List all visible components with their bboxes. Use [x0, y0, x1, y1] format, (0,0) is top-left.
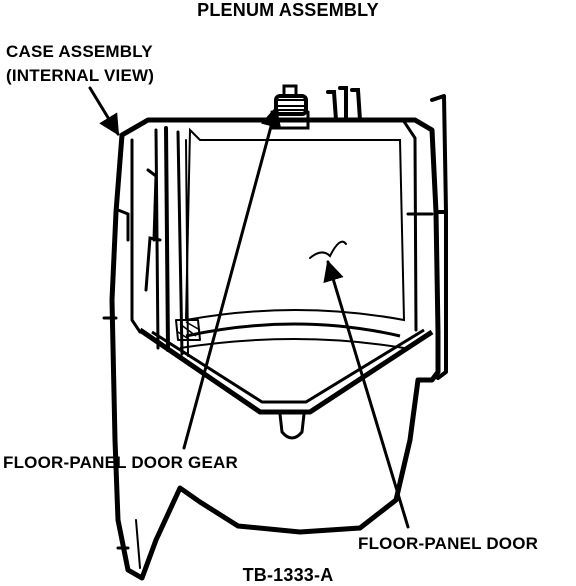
internal-view-label: (INTERNAL VIEW) [6, 66, 155, 85]
floor-panel-door-gear-label: FLOOR-PANEL DOOR GEAR [3, 453, 238, 472]
floor-panel-door-label: FLOOR-PANEL DOOR [358, 534, 539, 553]
figure-code: TB-1333-A [242, 565, 334, 585]
callout-leaders [88, 86, 410, 529]
case-housing [109, 94, 448, 581]
diagram-title: PLENUM ASSEMBLY [197, 0, 379, 20]
hopper-floor [138, 319, 434, 440]
floor-panel-door-shape [184, 127, 406, 322]
case-assembly-label: CASE ASSEMBLY [6, 42, 153, 61]
